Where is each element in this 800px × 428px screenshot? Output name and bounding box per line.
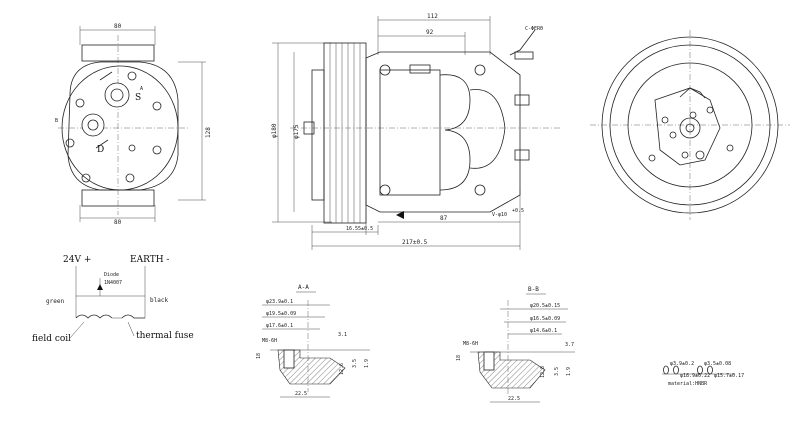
section-aa-d1: φ23.9±0.1	[266, 299, 293, 305]
section-bb-thread: M8-6H	[463, 341, 478, 347]
front-view: 80 S D A B 80	[55, 23, 212, 226]
wiring-thermal-fuse-label: thermal fuse	[136, 331, 194, 341]
wiring-earth-label: EARTH -	[130, 255, 169, 265]
section-bb-h37: 3.7	[565, 342, 574, 348]
side-wire-label: C-ΦERΘ	[525, 26, 543, 32]
pulley-face-view	[590, 30, 790, 220]
front-dim-top: 80	[114, 23, 122, 30]
wiring-field-coil-label: field coil	[32, 334, 71, 344]
front-letter-d: D	[97, 145, 104, 155]
section-aa: A-A φ23.9±0.1 φ19.5±0.09 φ17.6±0.1 M8-6H…	[256, 284, 370, 398]
section-aa-d3: φ17.6±0.1	[266, 323, 293, 329]
side-dim-v-tol: +0.5	[512, 208, 524, 214]
oring-b1: φ3.5±0.08	[704, 361, 731, 367]
section-aa-h19: 1.9	[364, 359, 370, 368]
wiring-diagram: 24V + EARTH - Diode 1N4007 green black f…	[32, 255, 194, 344]
section-aa-w225: 22.5	[295, 391, 307, 397]
wiring-green-label: green	[46, 298, 64, 305]
side-view: 112 92 C-ΦERΘ φ180 φ175	[271, 13, 560, 250]
wiring-black-label: black	[150, 297, 168, 304]
section-aa-h18: 18	[256, 353, 262, 359]
section-bb-h35: 3.5	[554, 367, 560, 376]
section-bb-w225: 22.5	[508, 396, 520, 402]
front-dim-height: 128	[205, 127, 212, 138]
section-bb-d1: φ20.5±0.15	[530, 303, 560, 309]
section-aa-d2: φ19.5±0.09	[266, 311, 296, 317]
front-dim-bottom: 80	[114, 219, 122, 226]
side-dim-16-55: 16.55±0.5	[346, 226, 373, 232]
section-aa-h35: 3.5	[352, 359, 358, 368]
section-bb: B-B φ20.5±0.15 φ16.5±0.09 φ14.6±0.1 M8-6…	[456, 286, 575, 403]
front-letter-a: A	[140, 86, 143, 92]
wiring-diode-part: 1N4007	[104, 280, 122, 286]
side-dim-dia180: φ180	[271, 123, 278, 138]
side-dim-92: 92	[426, 29, 434, 36]
oring-material: material:HNBR	[668, 381, 708, 387]
front-letter-s: S	[135, 93, 141, 103]
section-aa-title: A-A	[298, 284, 309, 291]
side-dim-v-dia10: V-φ10	[492, 212, 507, 218]
side-dim-217: 217±0.5	[402, 239, 428, 246]
section-bb-h19: 1.9	[566, 367, 572, 376]
section-bb-d2: φ16.5±0.09	[530, 316, 560, 322]
oring-b2: φ15.7±0.17	[714, 373, 744, 379]
section-bb-d3: φ14.6±0.1	[530, 328, 557, 334]
wiring-diode-label: Diode	[104, 272, 119, 278]
front-letter-b: B	[55, 118, 58, 124]
side-dim-87: 87	[440, 215, 448, 222]
pulley-grooves	[329, 43, 361, 223]
section-aa-thread: M8-6H	[262, 338, 277, 344]
orings: φ3.9±0.2 φ18.9±0.22 φ3.5±0.08 φ15.7±0.17…	[662, 361, 744, 387]
oring-a1: φ3.9±0.2	[670, 361, 694, 367]
section-bb-h18: 18	[456, 355, 462, 361]
side-dim-112: 112	[427, 13, 438, 20]
section-aa-h31: 3.1	[338, 332, 347, 338]
section-bb-title: B-B	[528, 286, 539, 293]
side-dim-dia175: φ175	[293, 124, 300, 139]
wiring-24v-label: 24V +	[63, 255, 91, 265]
oring-a2: φ18.9±0.22	[680, 373, 710, 379]
